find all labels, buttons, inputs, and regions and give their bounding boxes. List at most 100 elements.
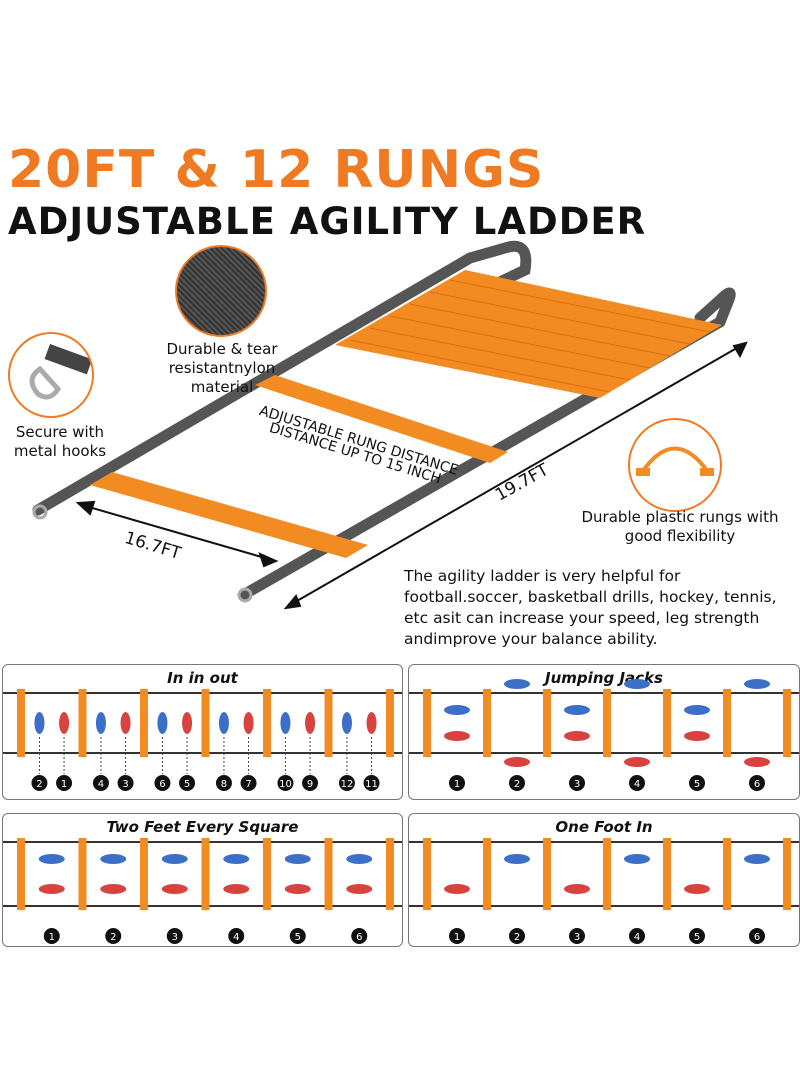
ladder-rung [324,689,333,757]
right-foot-icon [744,757,770,767]
step-number: 6 [356,932,362,943]
plastic-rung-closeup-icon [628,418,722,512]
step-number: 4 [634,779,640,790]
step-marker [749,928,765,944]
step-marker [56,775,73,791]
left-foot-icon [341,712,352,734]
step-number: 3 [172,932,178,943]
left-foot-icon [744,679,770,689]
left-foot-icon [504,854,530,864]
right-foot-icon [100,884,127,894]
ladder-rung [723,689,731,757]
ladder-rung [603,689,611,757]
ladder-rung [783,838,791,910]
right-foot-icon [223,884,250,894]
step-marker [105,928,122,944]
right-foot-icon [684,884,710,894]
ladder-rung [423,838,431,910]
material-label: Durable & tear resistantnylon material [166,340,278,396]
step-number: 11 [365,779,378,790]
right-foot-icon [504,757,530,767]
step-number: 4 [233,932,239,943]
step-number: 6 [754,932,760,943]
ladder-rung [483,838,491,910]
ladder-rung [78,838,87,910]
left-foot-icon [346,854,373,864]
right-foot-icon [38,884,65,894]
left-foot-icon [38,854,65,864]
ladder-rung [783,689,791,757]
right-foot-icon [346,884,373,894]
ladder-rung [543,838,551,910]
ladder-rung [263,838,271,910]
step-number: 4 [98,779,104,790]
step-number: 5 [295,932,301,943]
step-marker [569,928,585,944]
ladder-rung [663,838,671,910]
left-foot-icon [34,712,45,734]
right-foot-icon [684,731,710,741]
rungs-label: Durable plastic rungs with good flexibil… [581,508,779,545]
left-foot-icon [444,705,470,715]
right-foot-icon [624,757,650,767]
ladder-rung [17,838,25,910]
drill-title: One Foot In [555,818,653,836]
drill-title: In in out [167,669,238,687]
step-marker [179,775,196,791]
step-marker [509,775,525,791]
step-number: 2 [110,932,116,943]
material-closeup-icon [175,245,267,337]
dimension-arrows [75,341,748,610]
step-marker [449,928,465,944]
left-foot-icon [684,705,710,715]
step-number: 3 [122,779,128,790]
drill-title: Two Feet Every Square [106,818,299,836]
step-number: 8 [221,779,227,790]
step-number: 2 [514,932,520,943]
ladder-rung [263,689,271,757]
right-foot-icon [366,712,377,734]
ladder-rung [603,838,611,910]
step-marker [43,928,60,944]
left-foot-icon [218,712,229,734]
left-foot-icon [624,679,650,689]
step-number: 7 [245,779,251,790]
right-foot-icon [59,712,70,734]
step-marker [92,775,109,791]
step-number: 3 [574,779,580,790]
ladder-rungs [90,270,722,558]
right-foot-icon [120,712,131,734]
step-number: 12 [341,779,354,790]
ladder-rung [140,838,148,910]
agility-ladder-illustration [32,240,748,610]
right-foot-icon [564,884,590,894]
step-marker [166,928,183,944]
step-marker [302,775,319,791]
metal-hook-closeup-icon [8,332,94,418]
step-marker [228,928,245,944]
right-hook [237,587,253,603]
step-marker [31,775,48,791]
ladder-rung [386,689,394,757]
right-foot-icon [182,712,193,734]
right-foot-icon [444,731,470,741]
step-marker [689,775,705,791]
right-foot-icon [444,884,470,894]
step-number: 9 [307,779,313,790]
left-foot-icon [284,854,311,864]
left-foot-icon [504,679,530,689]
left-foot-icon [280,712,291,734]
main-title: 20FT & 12 RUNGS [8,140,545,200]
ladder-rung [663,689,671,757]
right-foot-icon [243,712,254,734]
right-foot-icon [564,731,590,741]
left-foot-icon [161,854,188,864]
step-marker [629,928,645,944]
step-number: 1 [61,779,67,790]
step-marker [629,775,645,791]
step-marker [240,775,257,791]
step-marker [289,928,306,944]
